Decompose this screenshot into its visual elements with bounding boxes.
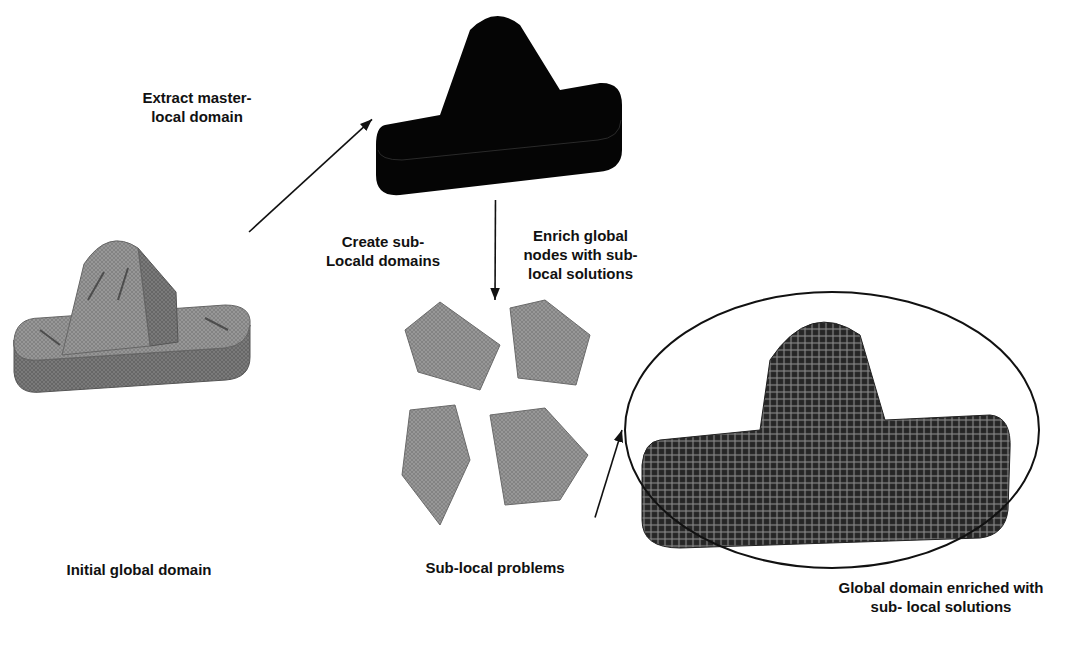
- sub-local-piece: [510, 300, 590, 385]
- sub-local-pieces: [402, 300, 590, 525]
- caption: Initial global domain: [8, 560, 270, 579]
- diagram-node: Initial global domain: [8, 232, 270, 584]
- tower-front: [62, 241, 150, 355]
- diagram-node: Global domain enriched with sub- local s…: [622, 286, 1045, 621]
- step-label: Create sub- Locald domains: [318, 232, 448, 270]
- master-silhouette: [376, 16, 622, 195]
- arrow-connector: [249, 119, 372, 232]
- caption: Sub-local problems: [395, 558, 595, 577]
- sub-local-piece: [405, 302, 500, 390]
- sub-local-piece: [490, 408, 588, 505]
- arrow-connector: [595, 430, 622, 517]
- diagram-node: Sub-local problems: [395, 300, 595, 590]
- step-label: Enrich global nodes with sub- local solu…: [513, 226, 648, 283]
- arrow-connector: [494, 200, 496, 300]
- mesh-crease: [40, 268, 228, 345]
- enriched-part: [642, 322, 1010, 548]
- enclosing-ellipse: [622, 286, 1045, 621]
- caption: Global domain enriched with sub- local s…: [837, 578, 1045, 616]
- master-edge: [378, 120, 621, 160]
- global-mesh-part: [14, 241, 250, 392]
- enclosing-ellipse: [625, 292, 1039, 568]
- caption: Extract master- local domain: [127, 88, 267, 126]
- master-local-part: [376, 16, 622, 195]
- diagram-node: Extract master- local domain: [372, 8, 624, 200]
- sub-local-piece: [402, 405, 470, 525]
